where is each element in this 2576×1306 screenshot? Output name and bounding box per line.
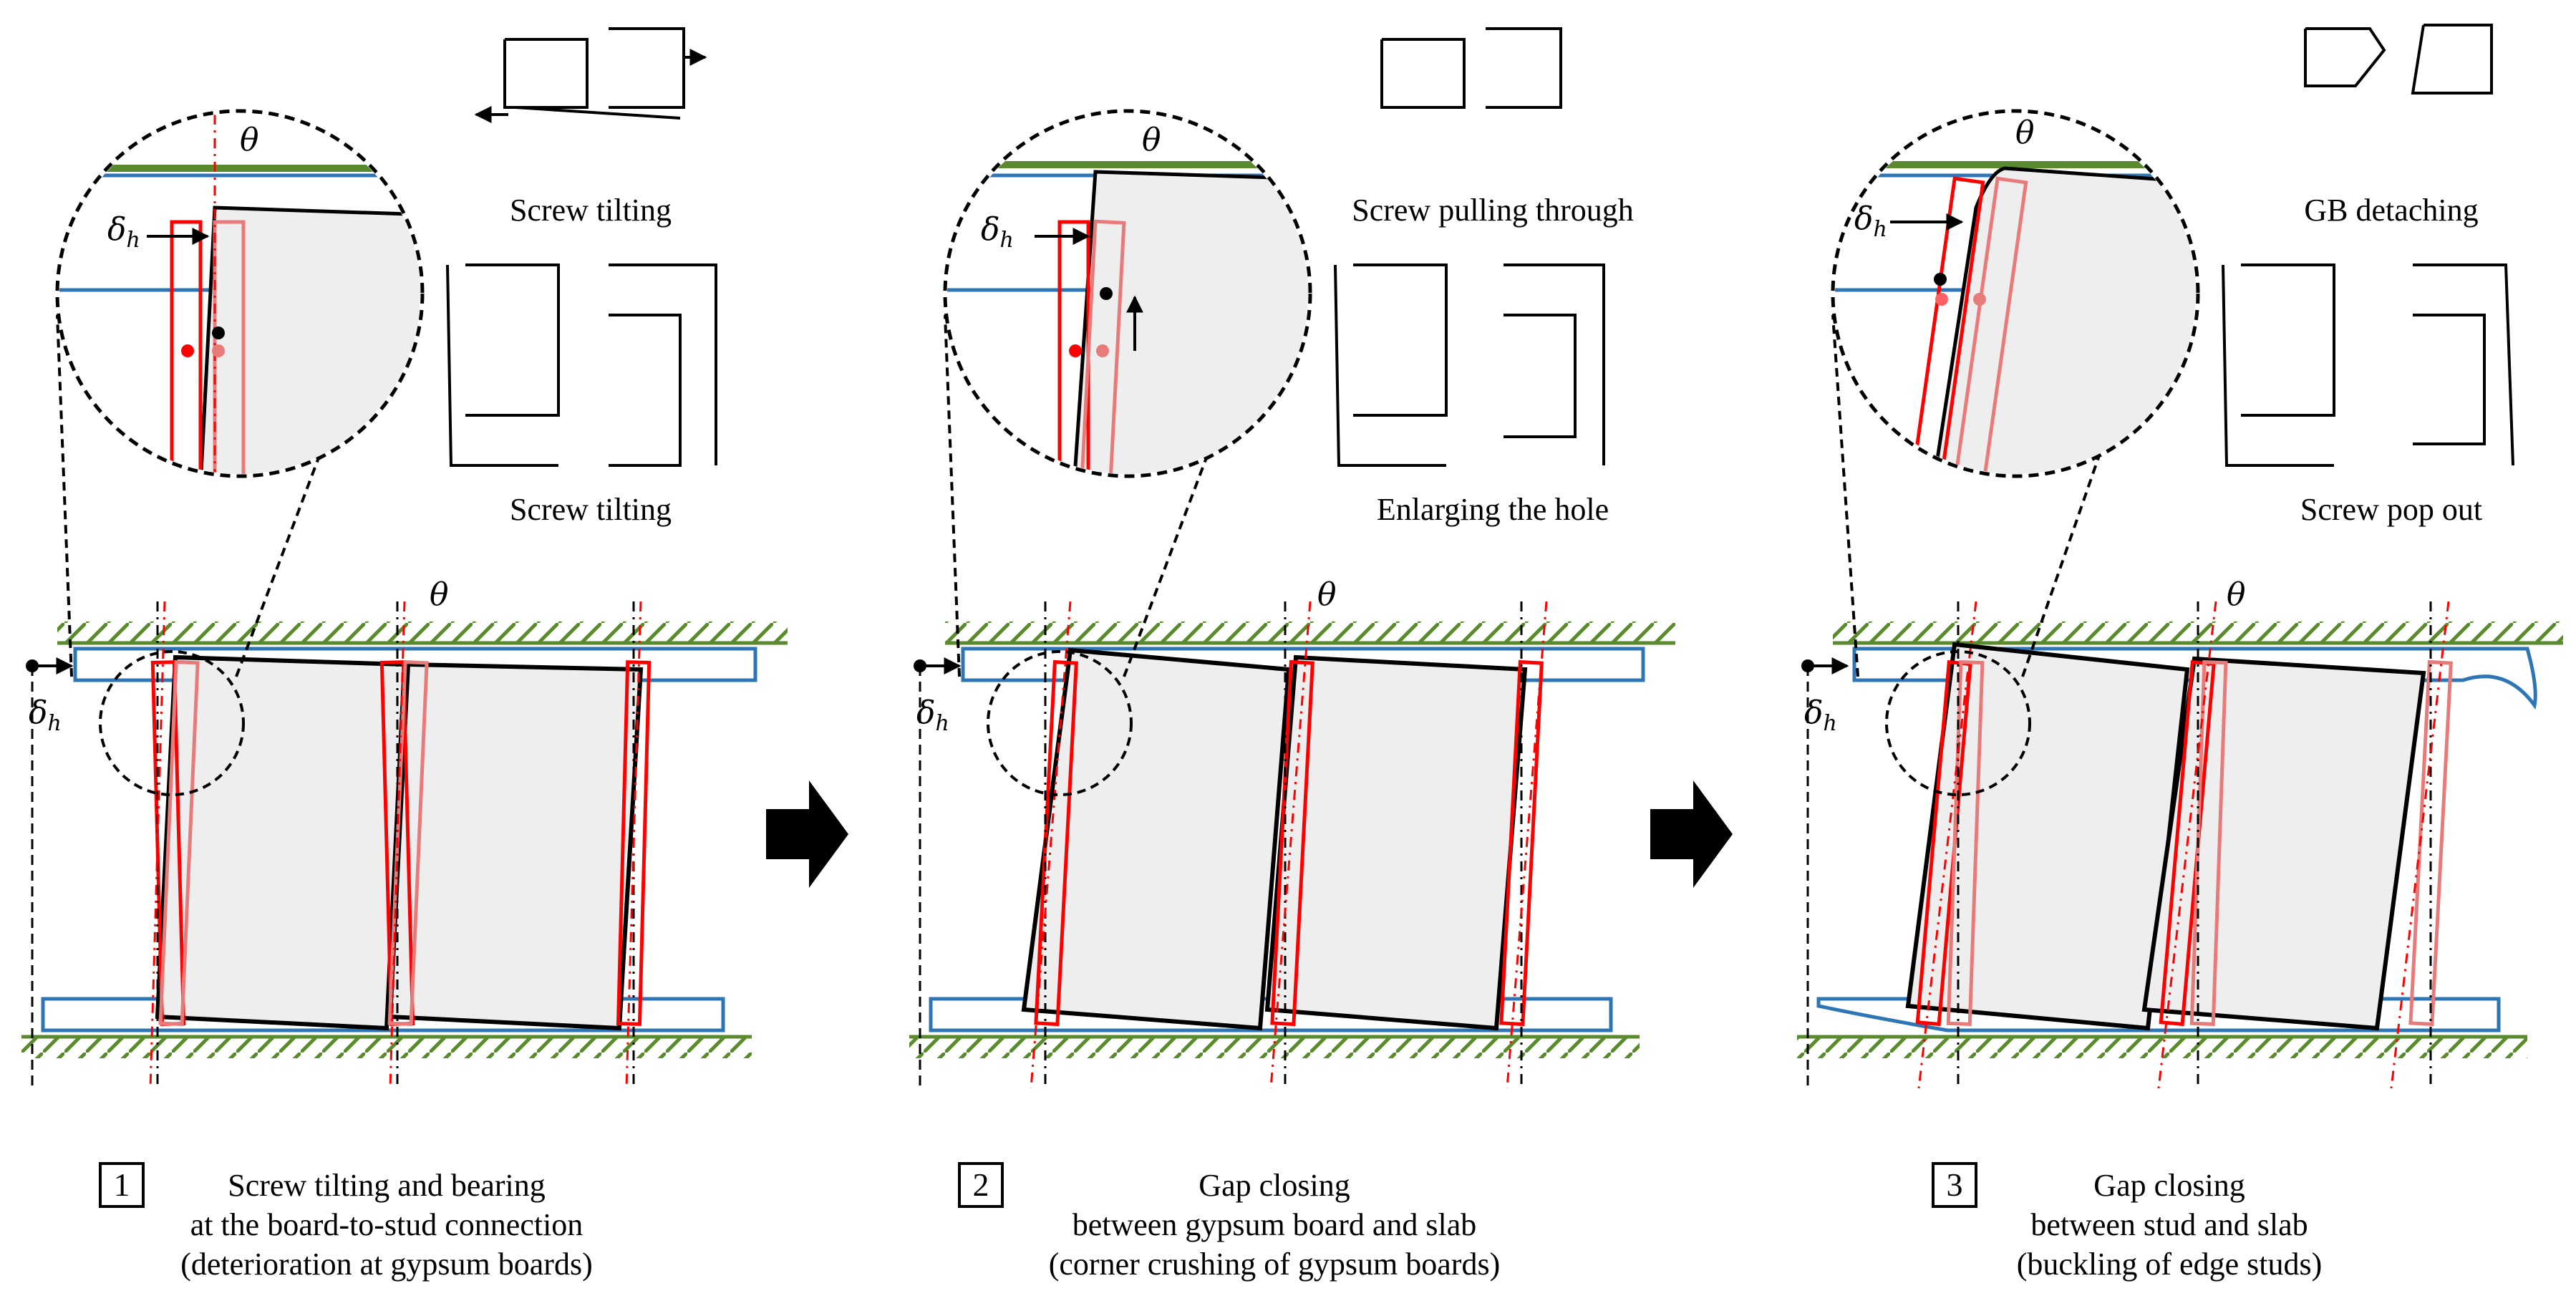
svg-text:δh: δh	[1804, 695, 1837, 736]
stage-3-caption: 3 Gap closing between stud and slab (buc…	[1932, 1162, 2322, 1282]
mechanism-top-label: Screw tilting	[510, 193, 672, 228]
stage-2-caption: 2 Gap closing between gypsum board and s…	[958, 1162, 1501, 1282]
svg-text:(buckling of edge studs): (buckling of edge studs)	[2017, 1247, 2322, 1282]
svg-text:δh: δh	[29, 695, 62, 736]
svg-text:2: 2	[973, 1166, 989, 1203]
stage-1-panel	[21, 109, 788, 1089]
next-stage-arrow	[766, 780, 848, 888]
mechanism-top-label: Screw pulling through	[1352, 193, 1634, 228]
mechanism-sketches	[446, 24, 2514, 467]
gypsum-board	[155, 654, 407, 1031]
svg-text:δh: δh	[916, 695, 949, 736]
theta-symbol: θ	[2015, 115, 2035, 151]
mechanism-bottom-label: Screw tilting	[510, 492, 672, 527]
svg-text:δh: δh	[981, 211, 1014, 253]
mechanism-bottom-label: Screw pop out	[2300, 492, 2482, 527]
svg-text:Gap closing: Gap closing	[1199, 1168, 1350, 1203]
delta-label: δh δh δh δh δh δh	[29, 200, 1887, 736]
stage-3-panel	[1797, 109, 2563, 1089]
mechanism-top-label: GB detaching	[2304, 193, 2478, 228]
svg-text:between gypsum board and slab: between gypsum board and slab	[1072, 1207, 1477, 1242]
stud-displaced	[158, 659, 200, 1027]
stage-1-caption: 1 Screw tilting and bearing at the board…	[99, 1162, 593, 1282]
stud-initial	[616, 660, 652, 1026]
svg-text:at the board-to-stud connectio: at the board-to-stud connection	[190, 1207, 584, 1242]
theta-symbol: θ	[430, 576, 449, 613]
theta-symbol: θ	[1317, 576, 1337, 613]
svg-text:Screw tilting and bearing: Screw tilting and bearing	[228, 1168, 546, 1203]
stage-2-panel	[909, 109, 1675, 1089]
svg-text:δh: δh	[107, 211, 140, 253]
theta-symbol: θ	[2227, 576, 2246, 613]
theta-symbol: θ	[240, 122, 259, 158]
theta-symbol: θ	[1142, 122, 1161, 158]
mechanism-bottom-label: Enlarging the hole	[1377, 492, 1609, 527]
svg-text:(corner crushing of gypsum boa: (corner crushing of gypsum boards)	[1049, 1247, 1501, 1282]
svg-text:Gap closing: Gap closing	[2093, 1168, 2245, 1203]
svg-text:3: 3	[1947, 1166, 1963, 1203]
svg-text:between stud and slab: between stud and slab	[2030, 1207, 2308, 1242]
svg-text:1: 1	[114, 1166, 130, 1203]
next-stage-arrow	[1650, 780, 1733, 888]
gypsum-board	[387, 662, 644, 1031]
svg-text:(deterioration at gypsum board: (deterioration at gypsum boards)	[180, 1247, 593, 1282]
svg-text:δh: δh	[1854, 200, 1887, 242]
